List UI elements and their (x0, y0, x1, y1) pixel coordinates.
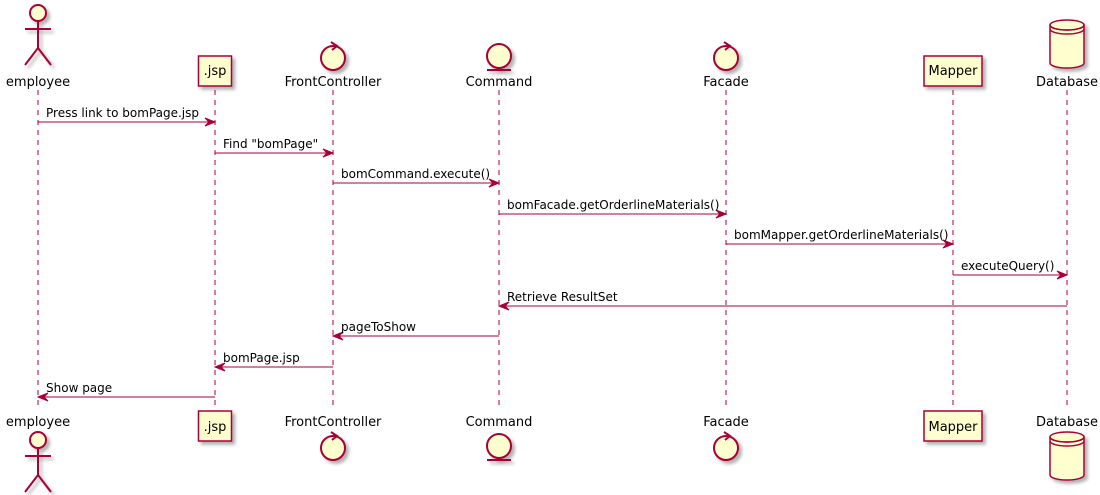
message-4: bomFacade.getOrderlineMaterials() (499, 198, 728, 219)
control-icon-bottom-facade (713, 431, 739, 461)
participant-box-top-jsp (197, 55, 233, 87)
participant-name-bottom-frontcontroller: FrontController (285, 415, 382, 430)
message-label: bomCommand.execute() (341, 167, 490, 181)
message-10: Show page (36, 381, 215, 402)
message-arrowhead (497, 301, 510, 311)
participant-name-bottom-database: Database (1036, 415, 1098, 430)
participant-name-top-command: Command (466, 75, 533, 90)
participant-name-top-facade: Facade (703, 75, 749, 90)
entity-icon-bottom-command (486, 433, 512, 461)
message-9: bomPage.jsp (213, 351, 333, 372)
participant-heads-layer: employeeemployee.jsp.jspFrontControllerF… (6, 4, 1098, 493)
database-icon-bottom-database (1049, 431, 1085, 481)
message-arrowhead (331, 331, 344, 341)
message-arrowhead (36, 392, 49, 402)
message-arrowhead (322, 148, 335, 158)
message-label: Find "bomPage" (223, 137, 318, 151)
participant-name-top-frontcontroller: FrontController (285, 75, 382, 90)
message-label: Retrieve ResultSet (507, 290, 618, 304)
message-2: Find "bomPage" (215, 137, 335, 158)
message-arrowhead (1056, 270, 1069, 280)
actor-icon-top-employee (24, 4, 52, 66)
entity-icon-top-command (486, 43, 512, 71)
control-icon-top-facade (713, 41, 739, 71)
participant-name-bottom-command: Command (466, 415, 533, 430)
message-6: executeQuery() (953, 259, 1069, 280)
participant-name-top-mapper: Mapper (928, 64, 978, 79)
message-label: Press link to bomPage.jsp (46, 106, 199, 120)
participant-name-top-jsp: .jsp (204, 64, 227, 79)
control-icon-top-frontcontroller (320, 41, 346, 71)
message-label: bomFacade.getOrderlineMaterials() (507, 198, 719, 212)
participant-name-bottom-jsp: .jsp (204, 420, 227, 435)
message-label: bomPage.jsp (223, 351, 300, 365)
message-arrowhead (942, 239, 955, 249)
participant-name-bottom-facade: Facade (703, 415, 749, 430)
message-5: bomMapper.getOrderlineMaterials() (726, 228, 955, 249)
message-7: Retrieve ResultSet (497, 290, 1067, 311)
message-label: executeQuery() (961, 259, 1054, 273)
message-arrowhead (204, 117, 217, 127)
message-label: pageToShow (341, 320, 416, 334)
message-label: Show page (46, 381, 112, 395)
message-label: bomMapper.getOrderlineMaterials() (734, 228, 948, 242)
message-3: bomCommand.execute() (333, 167, 501, 188)
lifelines-layer (37, 90, 1068, 410)
message-arrowhead (715, 209, 728, 219)
database-icon-top-database (1049, 19, 1085, 69)
participant-box-top-mapper (923, 55, 983, 87)
participant-box-bottom-mapper (923, 410, 983, 442)
participant-box-bottom-jsp (197, 410, 233, 442)
participant-name-bottom-mapper: Mapper (928, 420, 978, 435)
message-1: Press link to bomPage.jsp (38, 106, 217, 127)
participant-name-bottom-employee: employee (6, 415, 70, 430)
actor-icon-bottom-employee (24, 431, 52, 493)
control-icon-bottom-frontcontroller (320, 431, 346, 461)
message-8: pageToShow (331, 320, 499, 341)
participant-name-top-database: Database (1036, 75, 1098, 90)
participant-name-top-employee: employee (6, 75, 70, 90)
message-arrowhead (213, 362, 226, 372)
message-arrowhead (488, 178, 501, 188)
